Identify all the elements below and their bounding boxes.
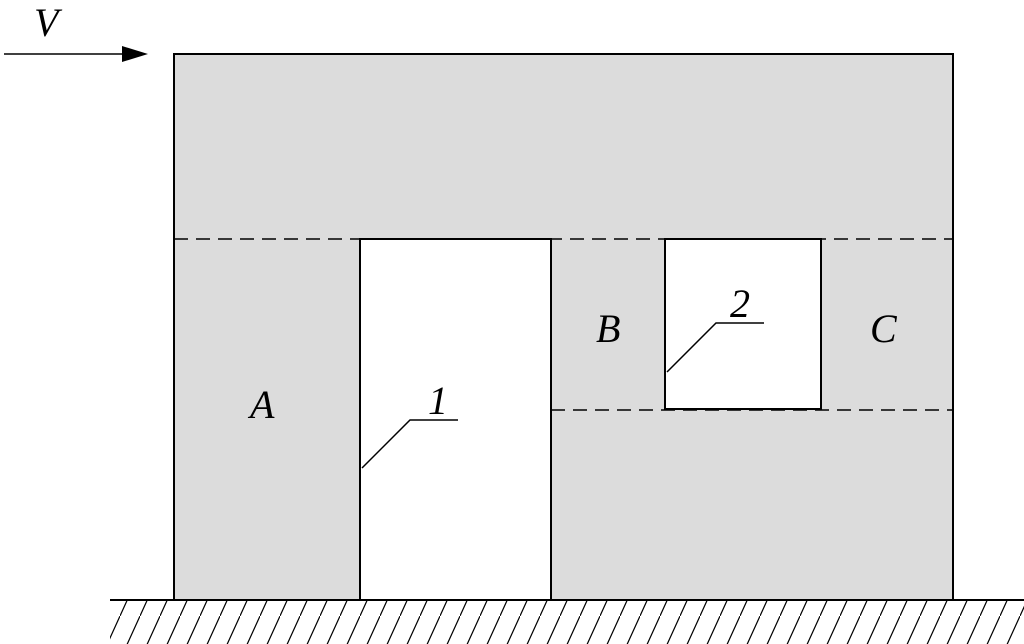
ground-hatching bbox=[110, 600, 1024, 644]
region-b-label: B bbox=[596, 306, 620, 351]
wall bbox=[173, 53, 954, 601]
door-leader-line bbox=[361, 419, 458, 469]
door-label: 1 bbox=[428, 378, 448, 423]
region-c-label: C bbox=[870, 306, 898, 351]
window-leader-line bbox=[666, 322, 764, 373]
wind-label: V bbox=[34, 0, 63, 45]
window-label: 2 bbox=[730, 281, 750, 326]
window-opening bbox=[664, 238, 822, 410]
region-a-label: A bbox=[247, 382, 275, 427]
wind-arrow-head bbox=[122, 46, 148, 62]
